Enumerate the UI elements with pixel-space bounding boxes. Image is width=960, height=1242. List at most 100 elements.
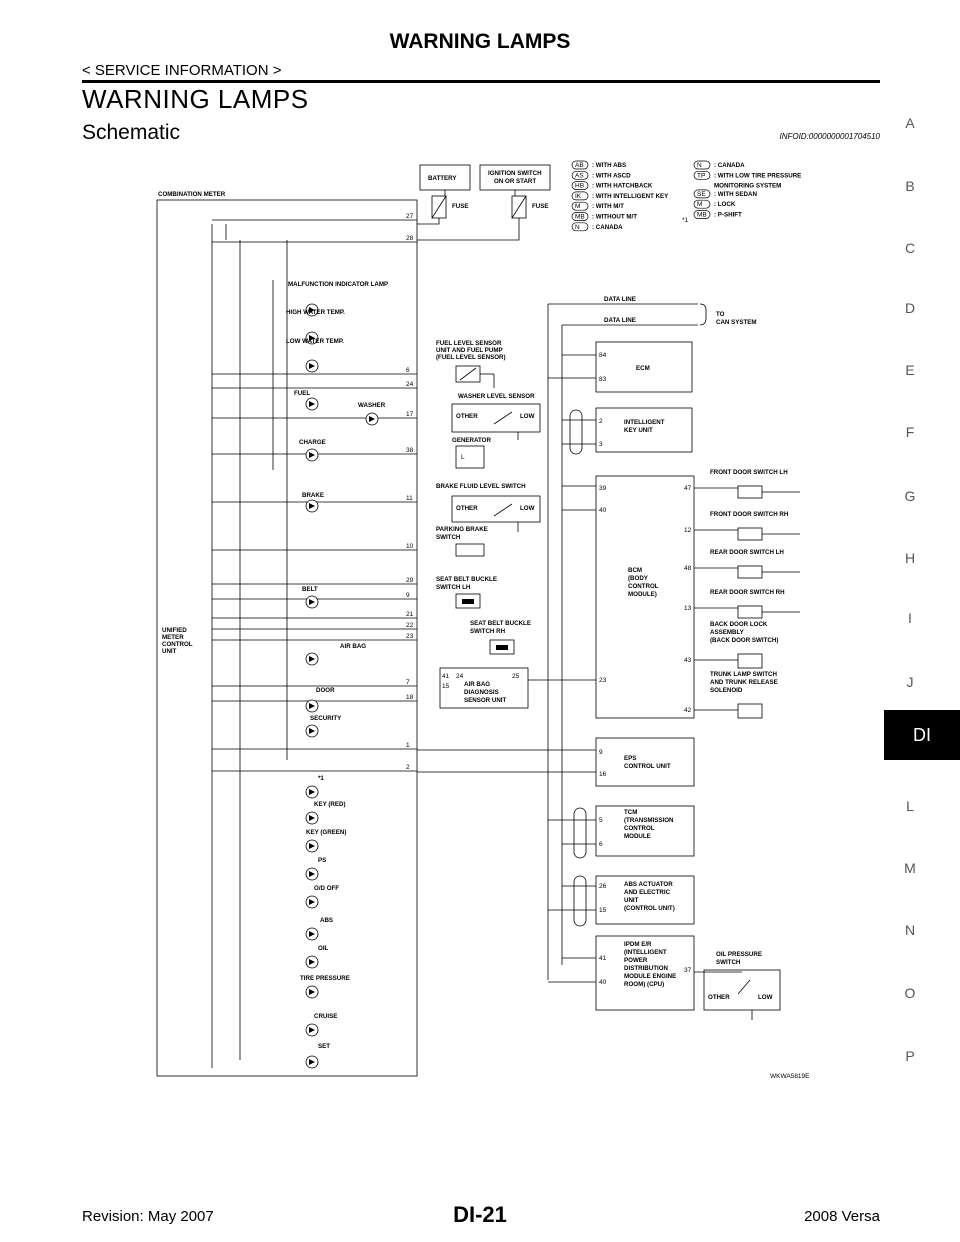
lamp-diode xyxy=(309,452,315,458)
ipdm-pin-40: 40 xyxy=(599,979,607,986)
side-index-b[interactable]: B xyxy=(905,178,915,194)
meter-pin: 24 xyxy=(406,381,414,388)
lamp-diode xyxy=(309,899,315,905)
unified-meter-label-1: UNIFIED xyxy=(162,627,187,634)
tcm-label-1: TCM xyxy=(624,809,637,816)
side-index-d[interactable]: D xyxy=(904,300,916,316)
door-switch xyxy=(737,565,763,579)
legend-code-tag xyxy=(571,212,589,221)
tcm-label-2: (TRANSMISSION xyxy=(624,817,674,824)
side-index-a[interactable]: A xyxy=(905,115,915,131)
bcm-label-3: CONTROL xyxy=(628,583,659,590)
abs-label-3: UNIT xyxy=(624,897,639,904)
bcm-right-pin: 47 xyxy=(684,485,692,492)
legend-text: : P-SHIFT xyxy=(714,212,742,219)
side-index-h[interactable]: H xyxy=(904,550,916,566)
generator-box xyxy=(455,445,485,469)
abs-pin-15: 15 xyxy=(599,907,607,914)
seat-lh-label-1: SEAT BELT BUCKLE xyxy=(436,576,497,583)
airbag-label-3: SENSOR UNIT xyxy=(464,697,507,704)
door-switch-label: REAR DOOR SWITCH RH xyxy=(710,589,785,596)
legend-code: M xyxy=(575,203,580,210)
lamp-label: CRUISE xyxy=(314,1013,337,1020)
tcm-label-3: CONTROL xyxy=(624,825,655,832)
tcm-box xyxy=(595,805,695,857)
meter-pin: 11 xyxy=(406,495,413,502)
bcm-label-4: MODULE) xyxy=(628,591,657,598)
legend-text: : WITH M/T xyxy=(592,203,624,210)
ipdm-pin-37: 37 xyxy=(684,967,692,974)
ik-label-1: INTELLIGENT xyxy=(624,419,665,426)
page-header-title: WARNING LAMPS xyxy=(389,30,571,53)
back-door-label: ASSEMBLY xyxy=(710,629,745,636)
lamp-label: AIR BAG xyxy=(340,643,366,650)
ignition-label-1: IGNITION SWITCH xyxy=(488,170,542,177)
meter-pin: 6 xyxy=(406,367,410,374)
legend-text: : WITH INTELLIGENT KEY xyxy=(592,193,669,200)
side-index-c[interactable]: C xyxy=(904,240,916,256)
seat-rh-label-1: SEAT BELT BUCKLE xyxy=(470,620,531,627)
unified-meter-label-3: CONTROL xyxy=(162,641,193,648)
tcm-pin-5: 5 xyxy=(599,817,603,824)
lamp-label: WASHER xyxy=(358,402,386,409)
trunk-label: TRUNK LAMP SWITCH xyxy=(710,671,777,678)
legend-code: MB xyxy=(575,214,585,221)
side-index-e[interactable]: E xyxy=(905,362,915,378)
side-index-i[interactable]: I xyxy=(908,610,912,626)
lamp-diode xyxy=(309,363,315,369)
lamp-label: BRAKE xyxy=(302,492,324,499)
oil-switch-label-2: SWITCH xyxy=(716,959,741,966)
meter-pin: 21 xyxy=(406,611,414,618)
legend-code: N xyxy=(697,162,702,169)
combination-meter-label: COMBINATION METER xyxy=(158,191,226,198)
side-index-m[interactable]: M xyxy=(904,860,916,876)
ipdm-label-3: POWER xyxy=(624,957,648,964)
side-index-n[interactable]: N xyxy=(904,922,916,938)
lamp-label: *1 xyxy=(318,775,324,782)
seat-lh-label-2: SWITCH LH xyxy=(436,584,471,591)
washer-other: OTHER xyxy=(456,413,478,420)
side-index-l[interactable]: L xyxy=(906,798,914,814)
ik-unit-box xyxy=(595,407,693,453)
lamp-label: MALFUNCTION INDICATOR LAMP xyxy=(288,281,388,288)
bcm-right-pin: 43 xyxy=(684,657,692,664)
brake-fluid-box xyxy=(451,495,541,523)
ipdm-label-6: ROOM) (CPU) xyxy=(624,981,664,988)
side-index-f[interactable]: F xyxy=(905,424,915,440)
legend-text: MONITORING SYSTEM xyxy=(714,183,781,190)
side-index-g[interactable]: G xyxy=(904,488,916,504)
side-index-j[interactable]: J xyxy=(906,674,914,690)
lamp-label: OIL xyxy=(318,945,329,952)
lamp-label: TIRE PRESSURE xyxy=(300,975,350,982)
side-index-active-tab[interactable]: DI xyxy=(884,710,960,760)
ik-pin-2: 2 xyxy=(599,418,603,425)
legend-code-tag xyxy=(571,191,589,201)
legend-code: TP xyxy=(697,172,705,179)
legend-code-tag xyxy=(571,201,589,211)
seat-lh-switch xyxy=(455,593,481,609)
legend-code: M xyxy=(697,201,702,208)
lamp-diode xyxy=(309,599,315,605)
door-switch xyxy=(737,527,763,541)
legend-code: AB xyxy=(575,162,584,169)
legend-star-note: *1 xyxy=(682,217,689,224)
meter-pin: 27 xyxy=(406,213,414,220)
brake-fluid-label: BRAKE FLUID LEVEL SWITCH xyxy=(436,483,526,490)
bcm-left-pin: 23 xyxy=(599,677,607,684)
lamp-label: DOOR xyxy=(316,687,335,694)
side-index-p[interactable]: P xyxy=(905,1048,915,1064)
legend-text: : CANADA xyxy=(592,224,623,231)
side-index-o[interactable]: O xyxy=(904,985,916,1001)
back-door-switch xyxy=(737,653,763,669)
bcm-right-pin: 48 xyxy=(684,565,692,572)
meter-pin: 18 xyxy=(406,694,414,701)
legend-code-tag xyxy=(571,181,589,190)
door-switch-label: REAR DOOR SWITCH LH xyxy=(710,549,784,556)
washer-low: LOW xyxy=(520,413,535,420)
meter-pin: 7 xyxy=(406,679,410,686)
airbag-pin-25: 25 xyxy=(512,673,520,680)
